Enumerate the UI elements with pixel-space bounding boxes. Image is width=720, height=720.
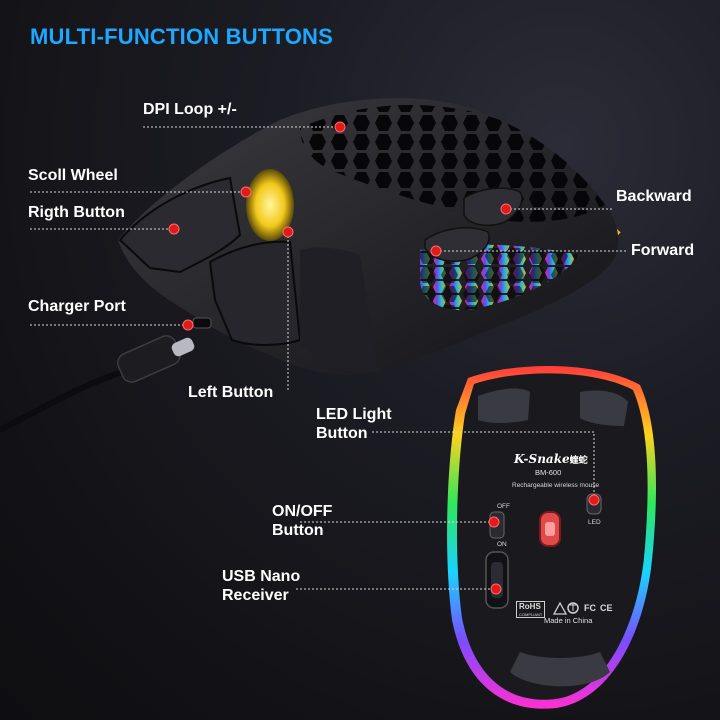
led-label: LED (588, 519, 601, 526)
label-left-button: Left Button (188, 384, 274, 401)
model-number: BM-600 (535, 468, 562, 477)
recycle-icon (567, 602, 579, 614)
label-led-light: LED Light Button (316, 405, 392, 443)
fc-mark: FC (584, 603, 596, 613)
right-button-marker (168, 223, 180, 235)
scroll-marker (240, 186, 252, 198)
label-forward: Forward (631, 242, 695, 259)
mouse-underside (447, 365, 656, 709)
label-right-button: Rigth Button (28, 204, 125, 221)
dpi-marker (334, 121, 346, 133)
product-tagline: Rechargeable wireless mouse (512, 482, 600, 489)
led-marker (588, 494, 600, 506)
onoff-marker (488, 516, 500, 528)
label-onoff-line1: ON/OFF (272, 503, 333, 520)
scroll-wheel-glow (246, 169, 294, 241)
switch-on-label: ON (497, 541, 507, 548)
label-usb-nano: USB Nano Receiver (222, 567, 300, 605)
backward-marker (500, 203, 512, 215)
label-led-line1: LED Light (316, 406, 392, 423)
ce-mark: CE (600, 603, 613, 613)
label-charger-port: Charger Port (28, 298, 126, 315)
brand-name-cn: 蝰蛇 (569, 456, 588, 466)
rohs-text: RoHS (519, 602, 541, 611)
made-in-label: Made in China (544, 616, 593, 625)
label-usb-line2: Receiver (222, 587, 289, 604)
charger-port-marker (182, 319, 194, 331)
left-button-marker (282, 226, 294, 238)
usb-receiver-marker (490, 583, 502, 595)
rohs-compliant-text: COMPLIANT (519, 612, 543, 617)
label-scroll-wheel: Scoll Wheel (28, 167, 118, 184)
usb-c-cable-icon (0, 335, 195, 433)
page-title: MULTI-FUNCTION BUTTONS (30, 24, 333, 49)
brand-name: K-Snake (514, 452, 570, 466)
label-onoff: ON/OFF Button (272, 502, 332, 540)
label-led-line2: Button (316, 425, 368, 442)
rohs-badge: RoHS COMPLIANT (516, 601, 546, 618)
switch-off-label: OFF (497, 503, 510, 510)
label-usb-line1: USB Nano (222, 568, 301, 585)
label-backward: Backward (616, 188, 692, 205)
brand-logo: K-Snake蝰蛇 (514, 452, 588, 466)
label-dpi-loop: DPI Loop +/- (143, 101, 237, 118)
forward-marker (430, 245, 442, 257)
label-onoff-line2: Button (272, 522, 324, 539)
recycling-triangle-icon (552, 601, 568, 615)
